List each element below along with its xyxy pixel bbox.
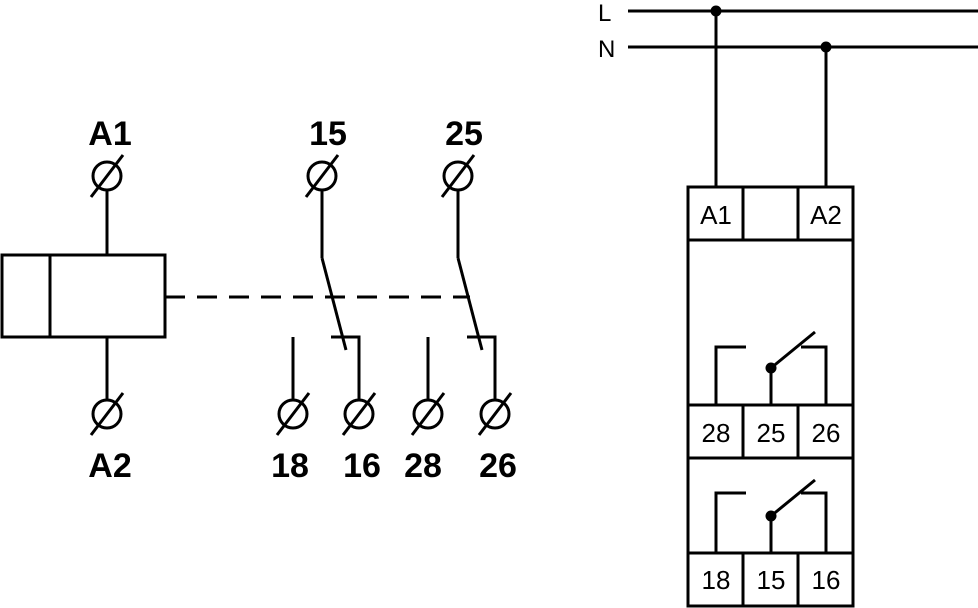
terminal-28-icon: [410, 392, 446, 436]
device-label-18: 18: [702, 565, 731, 595]
line-label-l: L: [598, 0, 611, 27]
terminal-label-a2: A2: [88, 447, 131, 485]
device-label-25: 25: [757, 418, 786, 448]
device-label-a2: A2: [810, 200, 842, 230]
terminal-26-icon: [477, 392, 513, 436]
contact-symbol-2: [714, 330, 828, 405]
terminal-label-16: 16: [343, 447, 381, 485]
contact-16-wire: [331, 335, 361, 400]
switch-blade-2: [456, 257, 484, 351]
terminal-18-icon: [275, 392, 311, 436]
terminal-label-25: 25: [445, 115, 483, 153]
terminal-label-15: 15: [309, 115, 347, 153]
terminal-16-icon: [341, 392, 377, 436]
contact-symbol-1: [714, 478, 828, 553]
device-label-28: 28: [702, 418, 731, 448]
terminal-a2-icon: [89, 392, 125, 436]
terminal-label-a1: A1: [88, 115, 131, 153]
device-label-15: 15: [757, 565, 786, 595]
relay-schematic: A1 A2 15: [0, 115, 517, 485]
coil-symbol: [0, 253, 167, 339]
device-label-26: 26: [812, 418, 841, 448]
relay-device: L N A1 A2 28 25 26: [598, 0, 978, 608]
switch-blade-1: [320, 257, 348, 351]
terminal-label-26: 26: [479, 447, 517, 485]
terminal-label-28: 28: [404, 447, 442, 485]
device-housing: [686, 185, 855, 608]
device-label-a1: A1: [700, 200, 732, 230]
line-label-n: N: [598, 36, 615, 63]
device-label-16: 16: [812, 565, 841, 595]
terminal-label-18: 18: [271, 447, 309, 485]
contact-26-wire: [467, 335, 497, 400]
